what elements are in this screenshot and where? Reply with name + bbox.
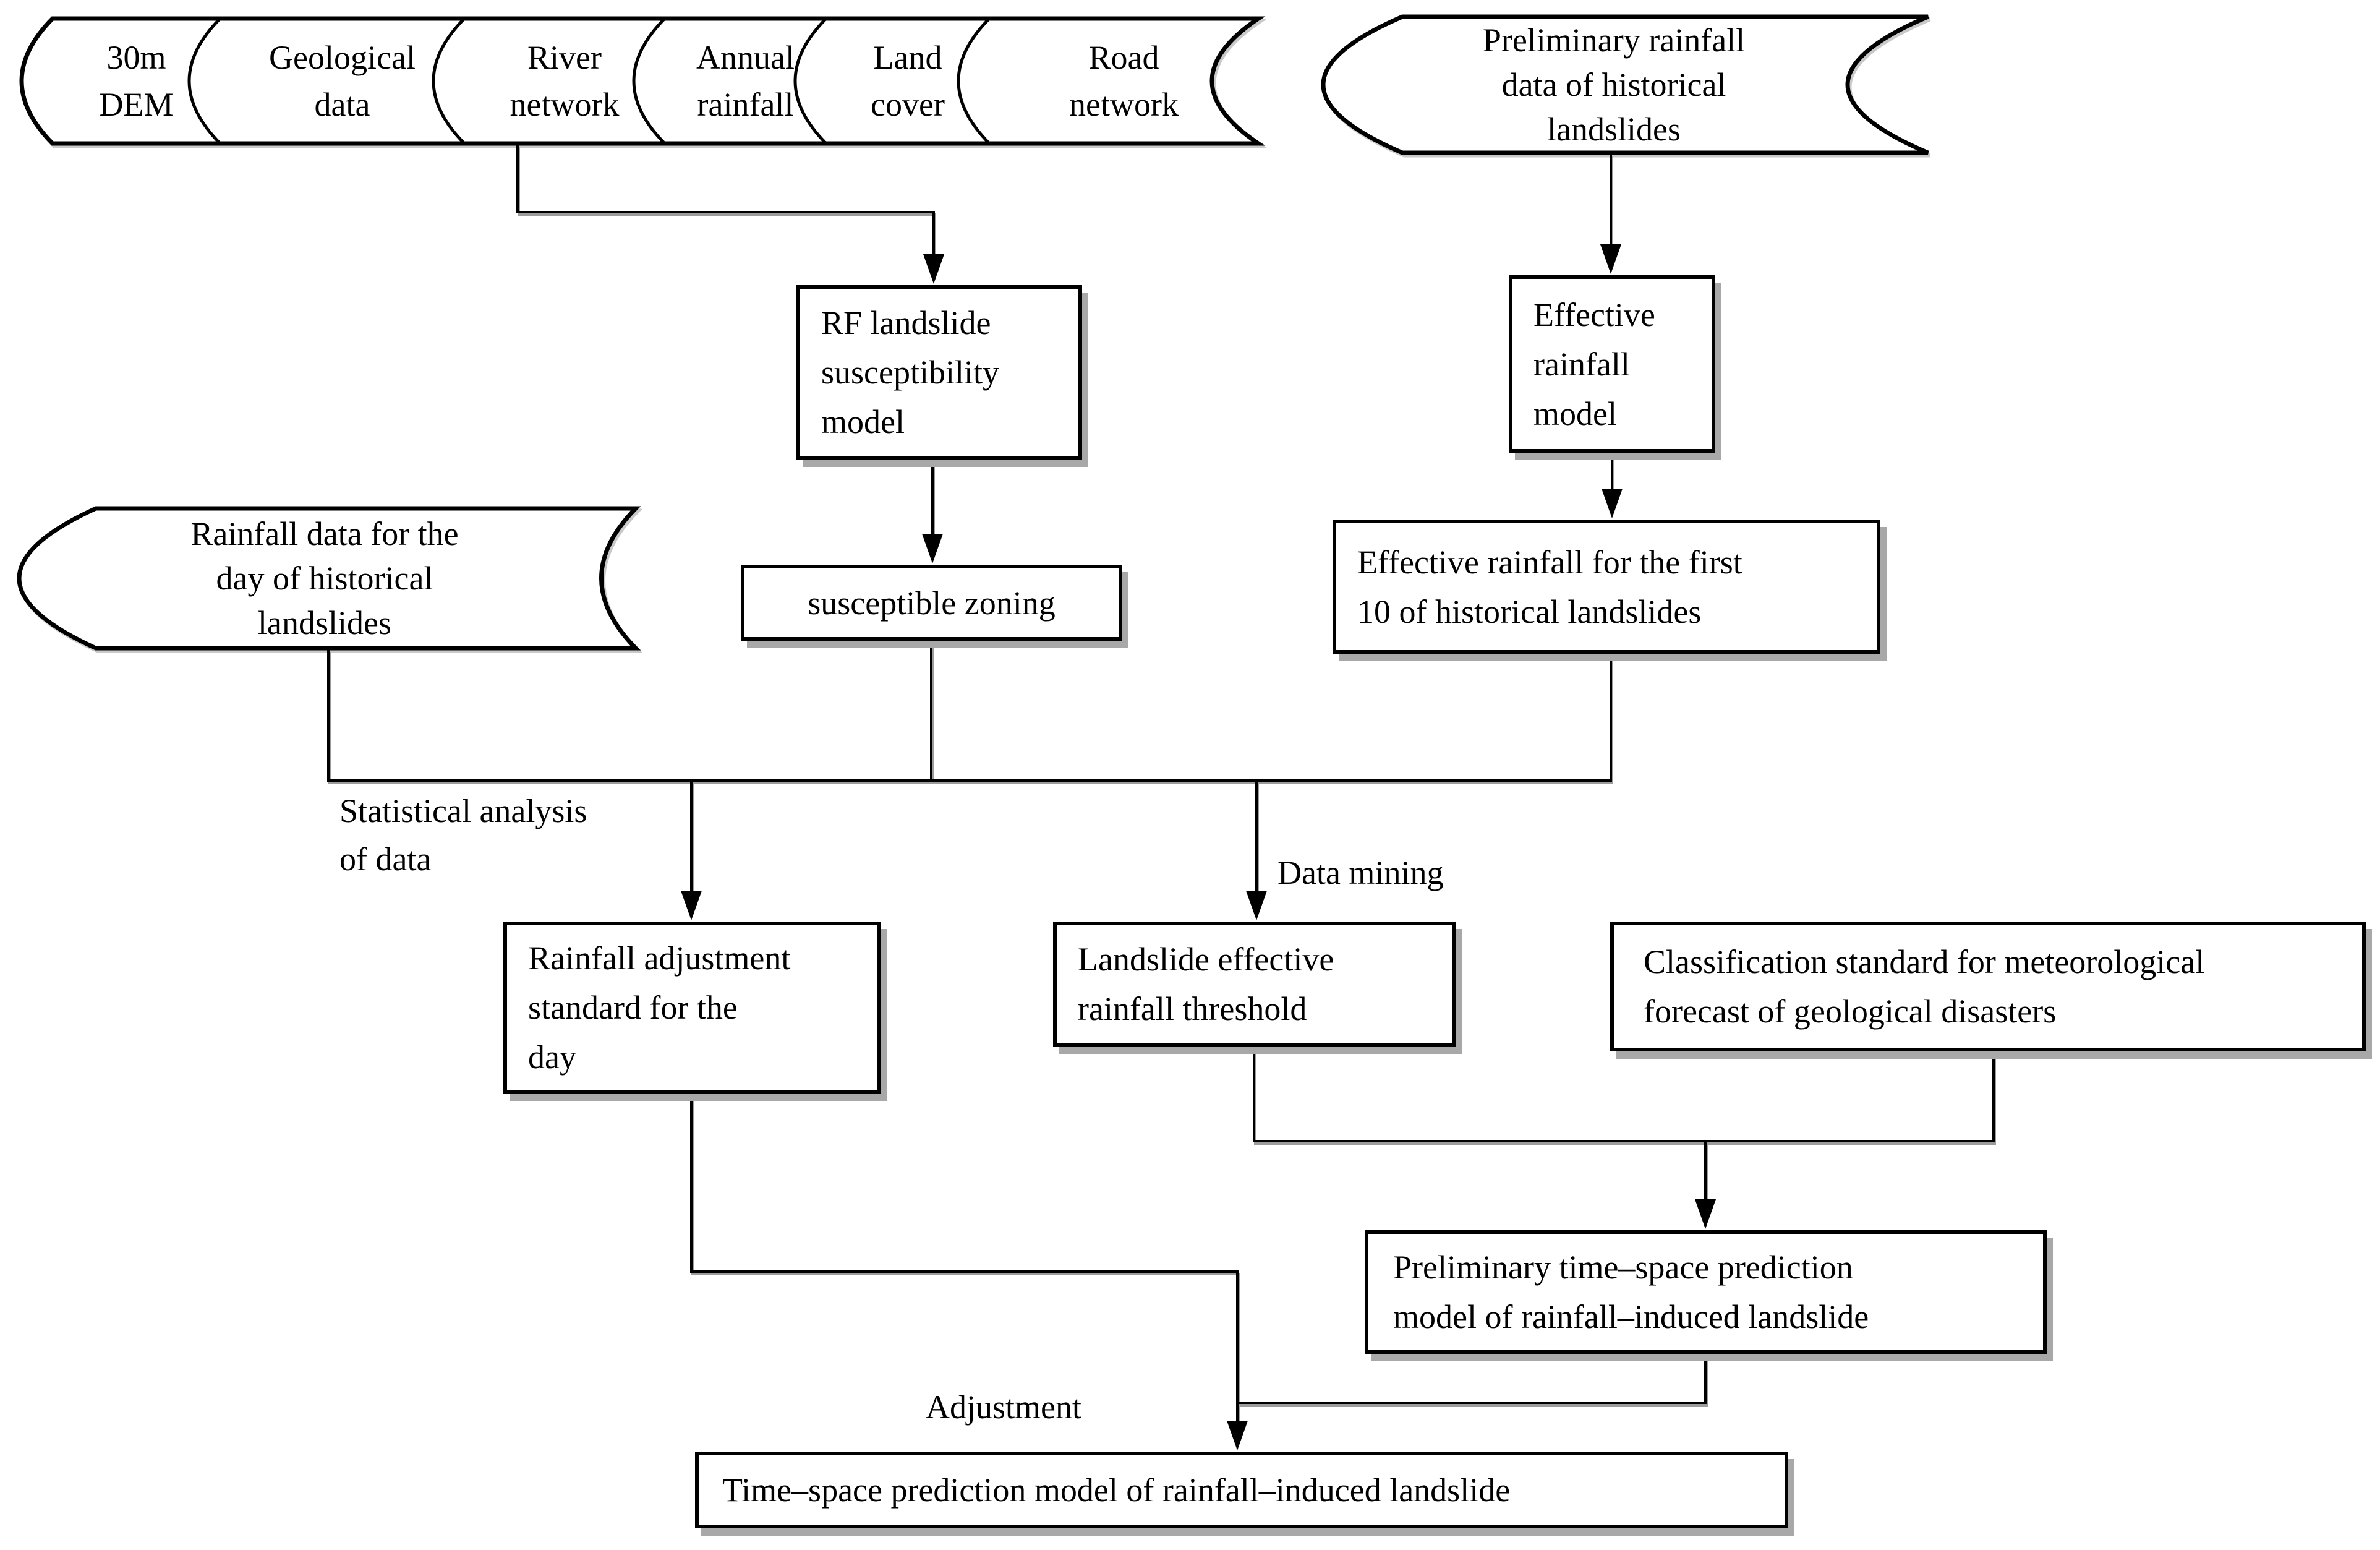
- datastore-row-outline: [19, 16, 1266, 146]
- box-line: Landslide effective: [1078, 941, 1334, 978]
- box-line: standard for the: [528, 989, 738, 1026]
- label-line: of data: [339, 841, 432, 878]
- rainfall-adjustment-standard-box: Rainfall adjustment standard for the day: [503, 922, 881, 1094]
- box-line: Classification standard for meteorologic…: [1644, 943, 2205, 980]
- datastore-line: cover: [871, 86, 945, 123]
- datastore-line: landslides: [1547, 111, 1681, 148]
- datastore-line: rainfall: [697, 86, 794, 123]
- box-line: model: [821, 403, 905, 440]
- datastore-line: Annual: [696, 39, 795, 76]
- final-prediction-model-box: Time–space prediction model of rainfall–…: [695, 1452, 1788, 1528]
- box-line: Effective rainfall for the first: [1357, 543, 1742, 581]
- box-line: RF landslide: [821, 304, 991, 341]
- datastore-line: Road: [1088, 39, 1159, 76]
- statistical-analysis-label: Statistical analysis of data: [339, 787, 587, 883]
- box-line: susceptibility: [821, 354, 999, 391]
- datastore-line: 30m: [106, 39, 166, 76]
- datastore-line: Land: [873, 39, 942, 76]
- datastore-road-network: Road network: [989, 19, 1258, 143]
- arrowhead-into-first10: [1602, 489, 1623, 518]
- datastore-divider: [632, 17, 666, 145]
- box-line: model: [1533, 395, 1617, 432]
- datastore-line: DEM: [99, 86, 174, 123]
- data-mining-label: Data mining: [1277, 854, 1444, 891]
- datastore-30m-dem: 30m DEM: [53, 19, 220, 143]
- datastore-line: data of historical: [1501, 66, 1726, 103]
- arrowhead-into-effective-model: [1600, 244, 1621, 274]
- box-line: Preliminary time–space prediction: [1393, 1249, 1853, 1286]
- rf-landslide-susceptibility-model-box: RF landslide susceptibility model: [796, 285, 1082, 460]
- susceptible-zoning-box: susceptible zoning: [741, 565, 1122, 641]
- datastore-line: Geological: [269, 39, 416, 76]
- datastore-geological-data: Geological data: [220, 19, 464, 143]
- datastore-preliminary-rainfall: Preliminary rainfall data of historical …: [1336, 17, 1892, 153]
- connector-adjustment-elbow: [690, 1094, 1239, 1423]
- landslide-effective-rainfall-threshold-box: Landslide effective rainfall threshold: [1053, 922, 1456, 1047]
- datastore-river-network: River network: [464, 19, 665, 143]
- box-line: rainfall threshold: [1078, 990, 1307, 1027]
- datastore-line: Rainfall data for the: [190, 515, 459, 552]
- datastore-annual-rainfall: Annual rainfall: [665, 19, 826, 143]
- arrowhead-into-susceptible-zoning: [922, 534, 943, 563]
- box-line: rainfall: [1533, 345, 1630, 383]
- box-line: day: [528, 1038, 576, 1076]
- classification-standard-box: Classification standard for meteorologic…: [1610, 922, 2366, 1051]
- datastore-land-cover: Land cover: [826, 19, 989, 143]
- effective-rainfall-first10-box: Effective rainfall for the first 10 of h…: [1333, 520, 1880, 654]
- arrowhead-into-final-model: [1227, 1421, 1248, 1450]
- box-line: Rainfall adjustment: [528, 940, 791, 977]
- connector-river-to-rf: [516, 145, 935, 257]
- box-line: Time–space prediction model of rainfall–…: [722, 1471, 1511, 1509]
- preliminary-prediction-model-box: Preliminary time–space prediction model …: [1365, 1230, 2047, 1354]
- datastore-divider: [187, 17, 221, 145]
- box-line: 10 of historical landslides: [1357, 593, 1702, 630]
- datastore-rainfall-day: Rainfall data for the day of historical …: [37, 508, 612, 648]
- arrowhead-into-adjustment: [681, 891, 702, 920]
- datastore-line: day of historical: [216, 560, 433, 597]
- datastore-line: landslides: [258, 604, 391, 641]
- datastore-divider: [793, 17, 827, 145]
- adjustment-label: Adjustment: [926, 1389, 1081, 1426]
- arrowhead-into-rf-model: [923, 254, 944, 284]
- arrowhead-into-preliminary-model: [1695, 1199, 1716, 1229]
- datastore-divider: [957, 17, 991, 145]
- box-line: susceptible zoning: [808, 584, 1056, 622]
- arrowhead-into-threshold: [1246, 891, 1267, 920]
- label-line: Statistical analysis: [339, 792, 587, 829]
- datastore-rainfall-day-shape: [17, 506, 641, 651]
- datastore-line: River: [527, 39, 602, 76]
- box-line: forecast of geological disasters: [1644, 993, 2057, 1030]
- datastore-line: Preliminary rainfall: [1482, 22, 1746, 59]
- datastore-line: network: [510, 86, 620, 123]
- datastore-line: network: [1069, 86, 1179, 123]
- datastore-line: data: [314, 86, 370, 123]
- effective-rainfall-model-box: Effective rainfall model: [1509, 275, 1715, 453]
- box-line: model of rainfall–induced landslide: [1393, 1298, 1869, 1335]
- datastore-preliminary-rainfall-shape: [1321, 14, 1929, 155]
- connector-preliminary-model-elbow: [1237, 1354, 1707, 1404]
- datastore-divider: [432, 17, 466, 145]
- box-line: Effective: [1533, 296, 1655, 333]
